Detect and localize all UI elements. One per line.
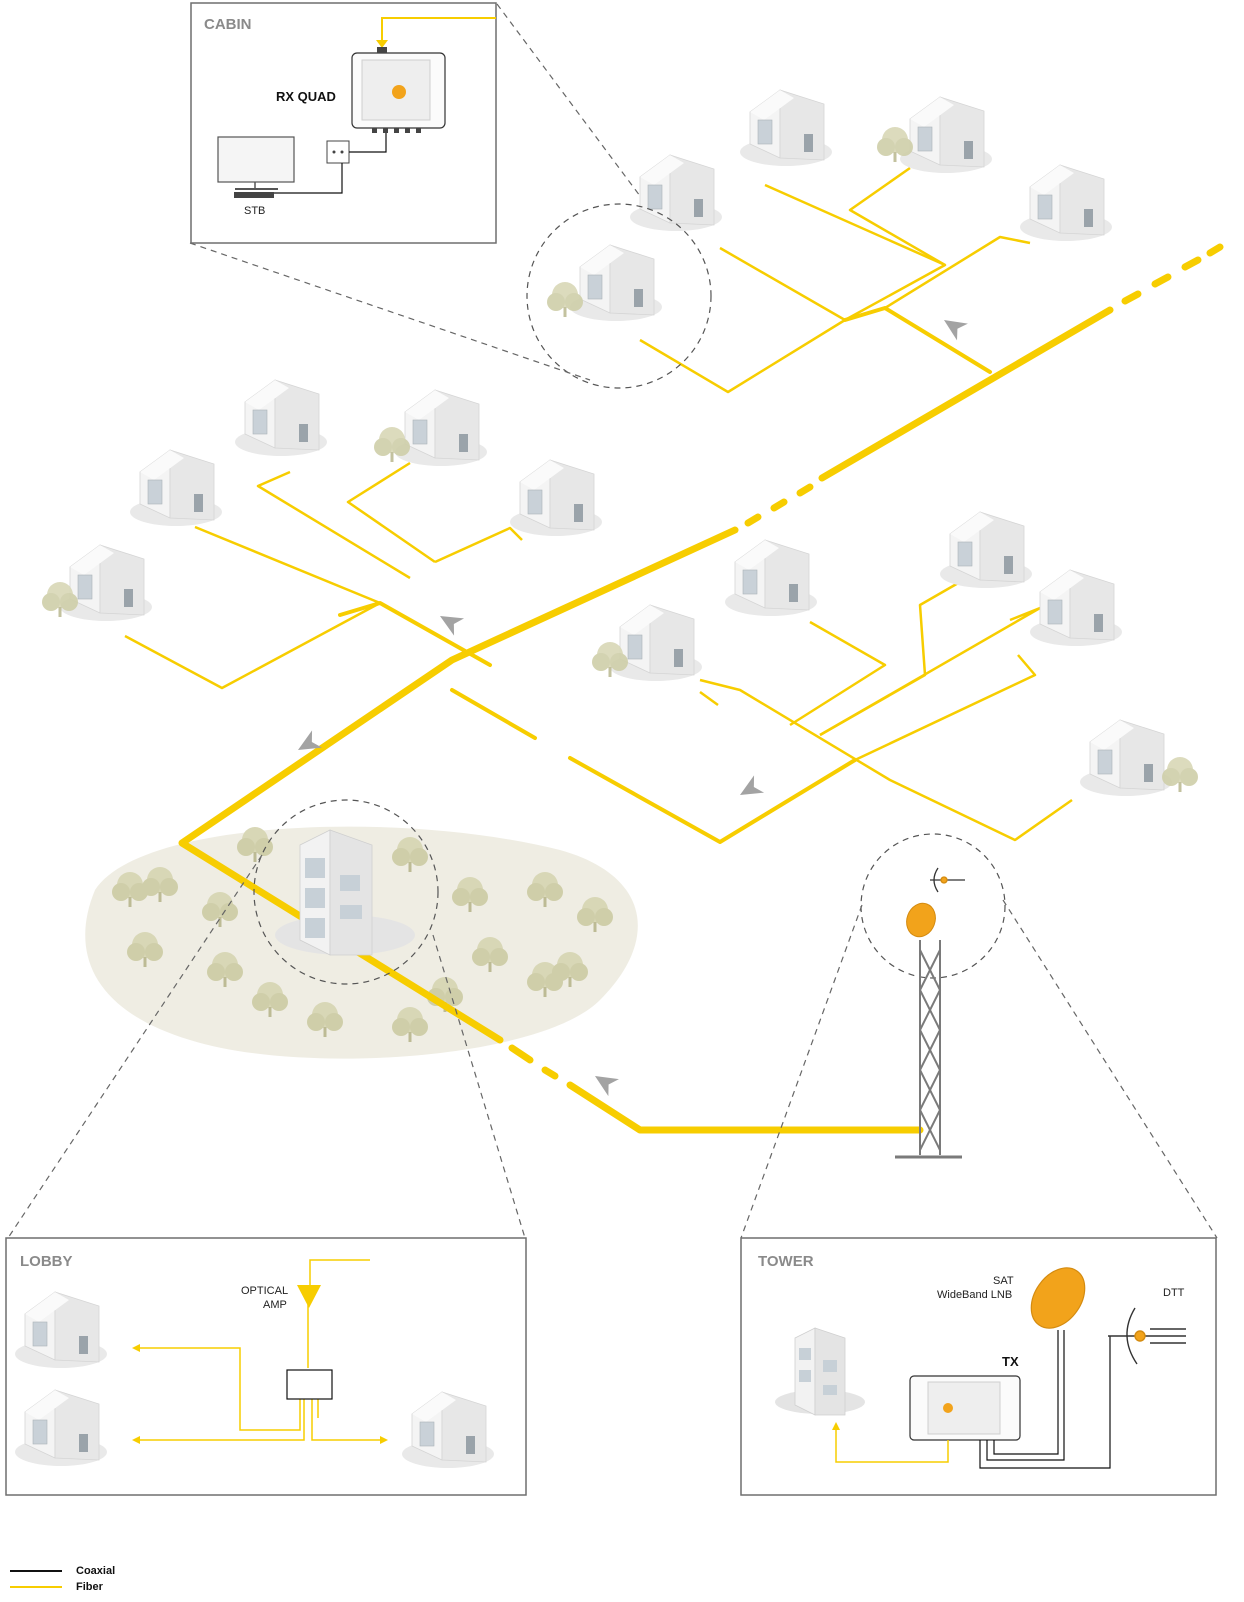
tower-coax-lines <box>979 1330 1111 1469</box>
fiber-drops <box>124 166 1073 842</box>
tower-panel: TOWER TX SAT WideBand LNB DTT <box>740 1237 1217 1496</box>
zoom-circle-lobby <box>253 799 439 985</box>
lobby-title: LOBBY <box>20 1253 73 1270</box>
dtt-antenna-icon <box>1108 1307 1186 1365</box>
cabin-panel: CABIN RX QUAD STB <box>190 2 497 244</box>
satellite-dish-icon <box>1030 1267 1086 1329</box>
legend-item-fiber: Fiber <box>10 1579 210 1595</box>
rx-quad-device <box>351 47 446 133</box>
projection-lines <box>7 3 1218 1239</box>
rx-quad-label: RX QUAD <box>276 89 336 104</box>
lobby-fiber-lines <box>140 1259 380 1441</box>
legend-swatch-fiber <box>10 1586 62 1588</box>
amp-label-line1: OPTICAL <box>241 1285 288 1297</box>
apartment-building-icon <box>775 1327 865 1416</box>
sat-label-line2: WideBand LNB <box>937 1289 1012 1301</box>
apartment-building-icon <box>275 829 415 956</box>
optical-amp-icon <box>297 1285 321 1308</box>
legend-label-fiber: Fiber <box>76 1581 103 1593</box>
dtt-label: DTT <box>1163 1287 1185 1299</box>
tower-icon <box>895 940 962 1159</box>
legend-swatch-coaxial <box>10 1570 62 1572</box>
lobby-panel: LOBBY OPTICAL AMP <box>5 1237 527 1496</box>
cabin-title: CABIN <box>204 16 252 33</box>
cabin-coax-line <box>349 133 387 153</box>
legend-label-coaxial: Coaxial <box>76 1565 116 1577</box>
amp-label-line2: AMP <box>263 1299 287 1311</box>
tower-title: TOWER <box>758 1253 814 1270</box>
fiber-branches <box>338 306 992 844</box>
zoom-circle-cabin <box>526 203 712 389</box>
splitter-box <box>286 1369 333 1400</box>
tower-fiber-out <box>835 1428 949 1463</box>
legend: Coaxial Fiber <box>10 1563 210 1599</box>
wall-outlet-icon <box>326 140 350 164</box>
dtt-antenna-icon <box>930 867 965 893</box>
satellite-dish-icon <box>906 902 936 938</box>
sat-label-line1: SAT <box>993 1275 1014 1287</box>
tv-icon <box>217 136 295 198</box>
tx-label: TX <box>1002 1354 1019 1369</box>
stb-label: STB <box>244 205 265 217</box>
tx-device <box>909 1375 1021 1441</box>
zoom-circle-tower <box>860 833 1006 979</box>
cabin-fiber-line <box>381 17 496 46</box>
legend-item-coaxial: Coaxial <box>10 1563 210 1579</box>
cabin-coax-line-2 <box>274 163 343 194</box>
